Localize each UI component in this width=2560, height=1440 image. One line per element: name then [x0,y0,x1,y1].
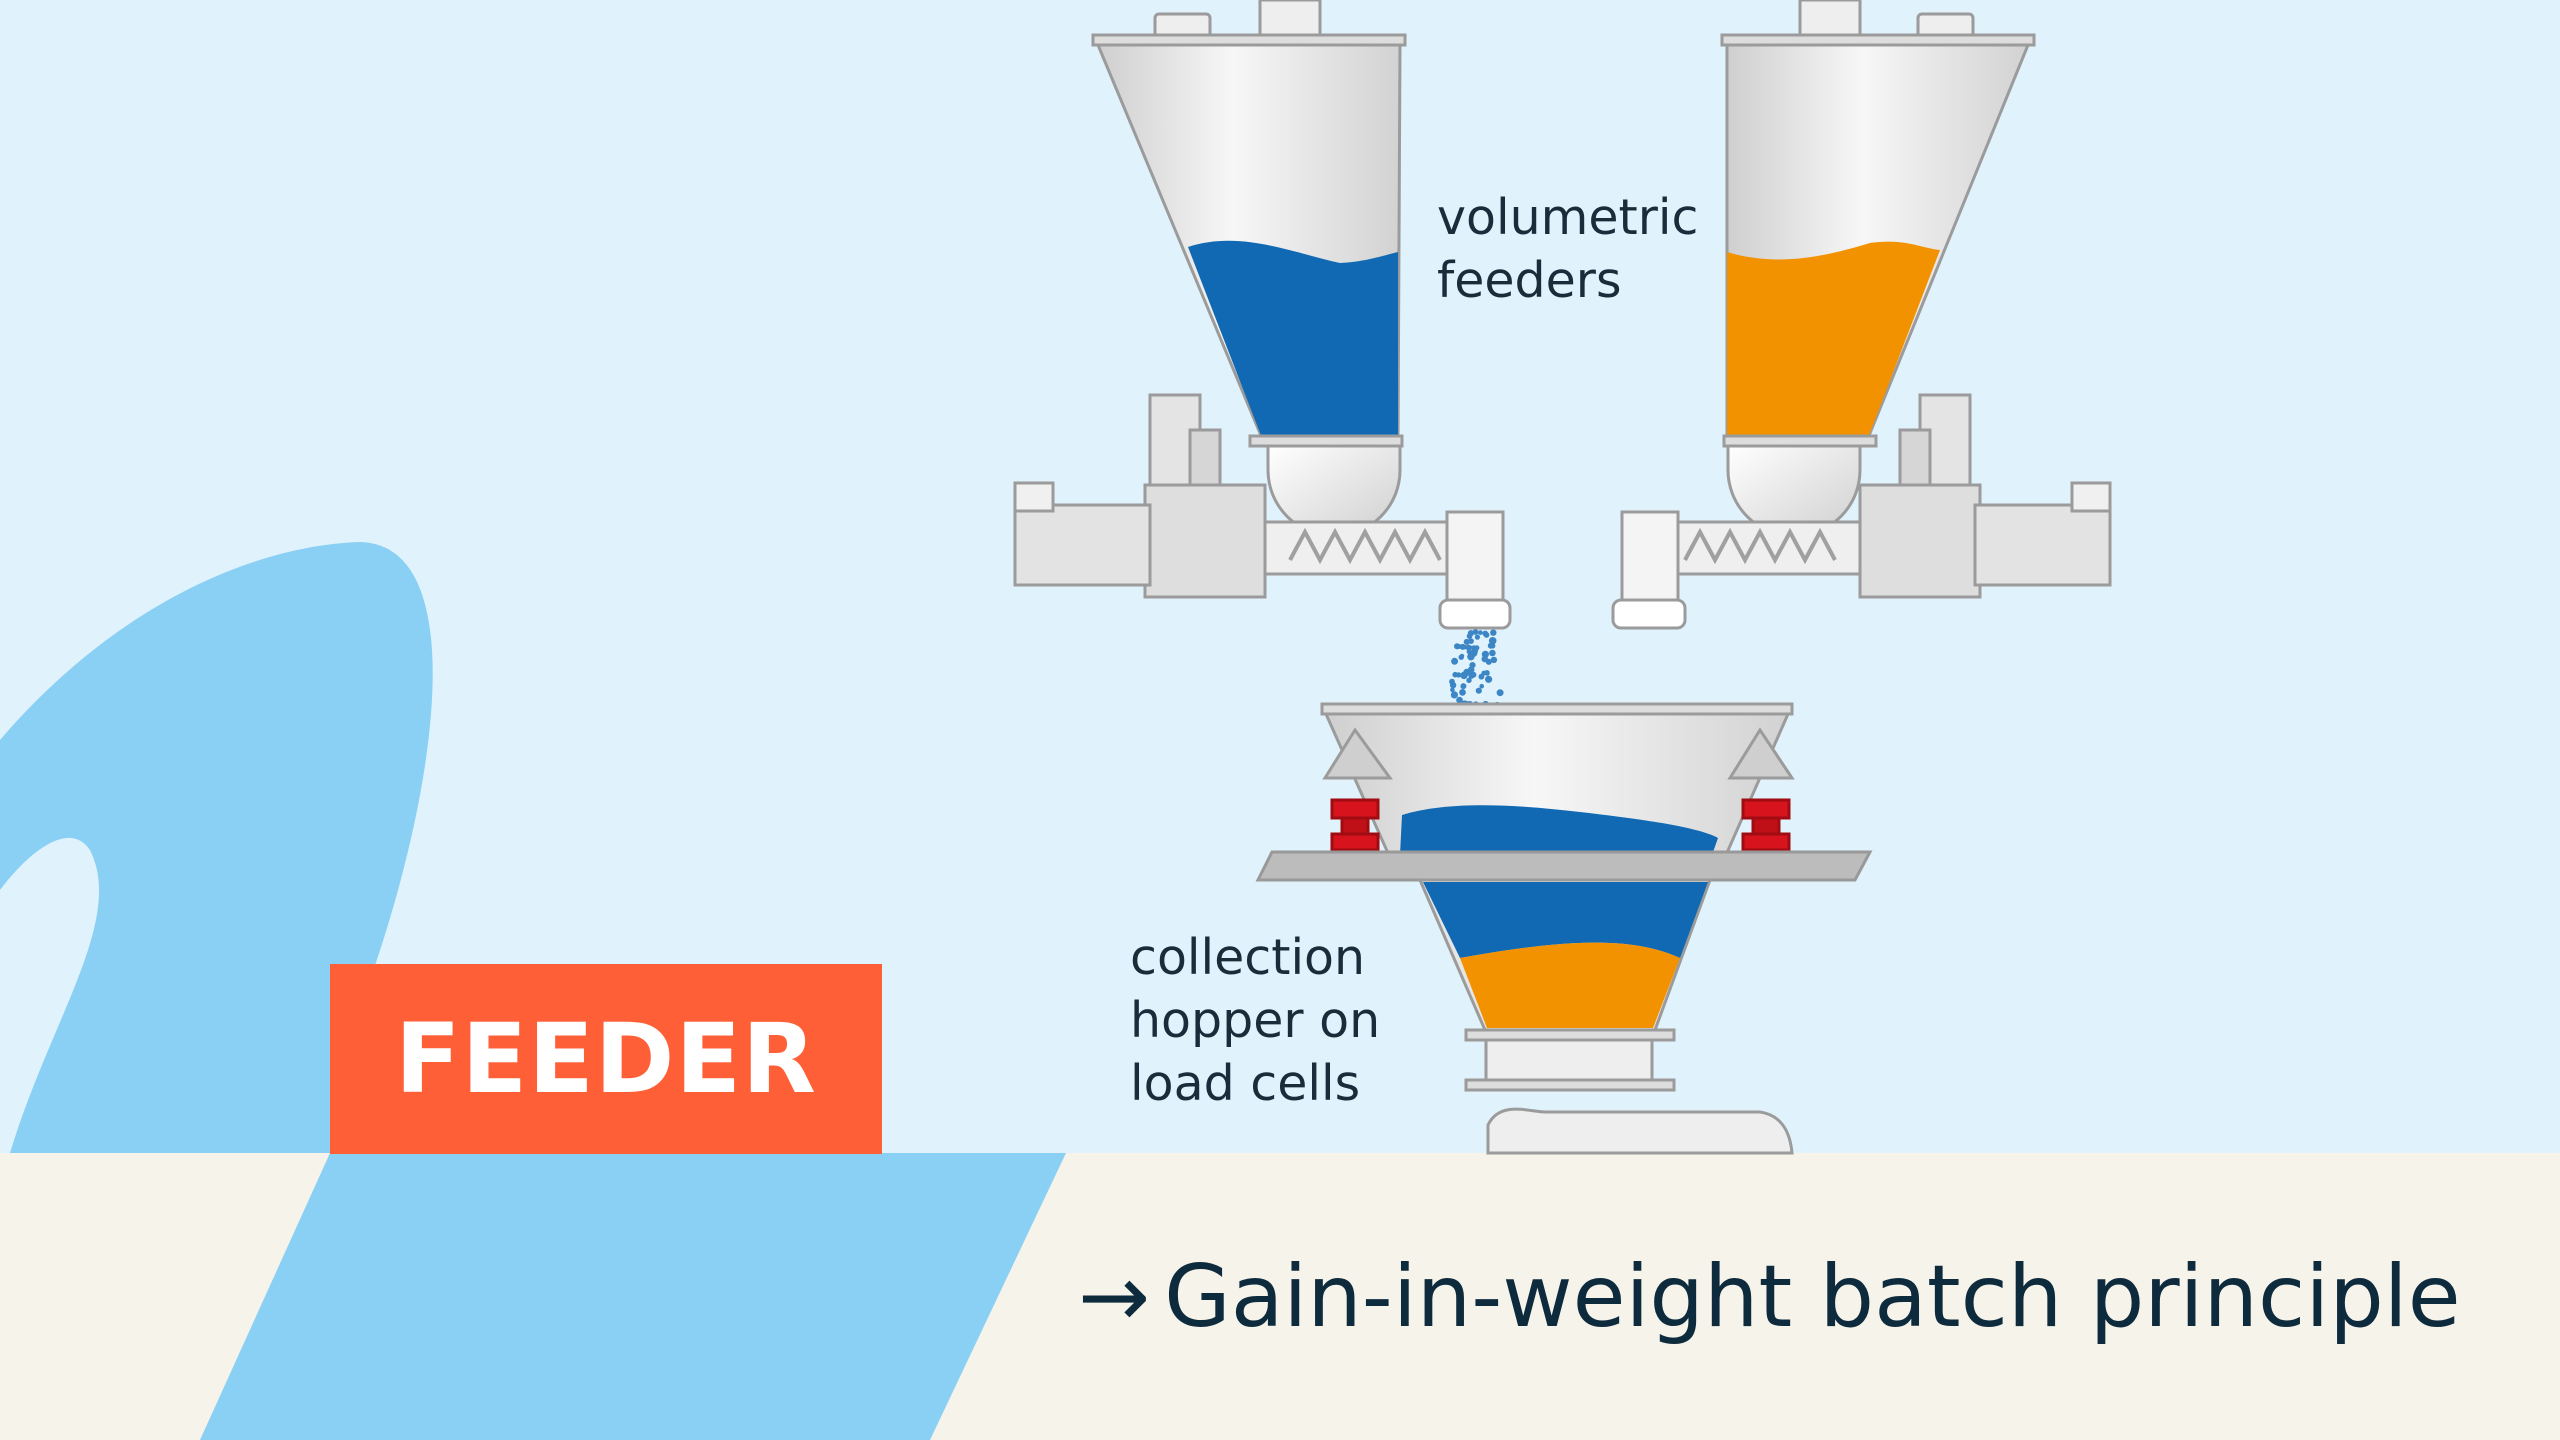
left-filler-neck [1258,0,1322,40]
volumetric-feeders-label: volumetric feeders [1437,186,1698,312]
right-load-cell [1741,798,1791,852]
particle [1460,683,1467,690]
arrow-right-icon: → [1078,1247,1151,1347]
left-spout-tip [1438,598,1512,630]
particle [1475,687,1482,694]
particle [1450,691,1458,699]
right-discharge-spout [1620,510,1680,614]
particle [1479,683,1484,689]
left-support-triangle [1322,727,1393,780]
particle [1474,645,1480,651]
caption: →Gain-in-weight batch principle [1078,1240,2461,1355]
lower-flange-2 [1464,1078,1676,1092]
collection-material-blue-top [1400,805,1718,855]
particle [1490,656,1498,664]
particle [1472,629,1479,635]
right-motor-housing [1858,483,1982,599]
particle [1455,672,1462,678]
particle [1489,649,1496,657]
particle [1451,657,1459,665]
right-motor-box [2070,481,2112,513]
particle [1460,671,1468,680]
particle [1468,672,1475,679]
particle [1463,638,1470,645]
particle [1467,630,1474,637]
particle [1481,650,1489,658]
left-motor-housing [1143,483,1267,599]
right-spout-tip [1611,598,1687,630]
right-material-orange [1727,241,1940,438]
right-volumetric-feeder [1611,0,2112,630]
right-screw-helix [1683,527,1837,565]
particle [1450,687,1455,693]
particle [1496,689,1504,697]
particle [1485,675,1493,683]
particle [1466,677,1472,683]
left-load-cell [1330,798,1380,852]
particle [1478,673,1485,680]
feeder-badge: FEEDER [330,964,882,1154]
particle [1484,670,1490,676]
label-line: volumetric [1437,189,1699,246]
particle [1468,668,1474,674]
lower-cone-orange [1460,942,1680,1028]
lower-cone-blue [1423,882,1708,958]
left-motor-box [1013,481,1055,513]
particle [1488,637,1497,645]
outlet-pipe [1486,1107,1794,1155]
particle [1485,658,1492,665]
left-volumetric-feeder [1013,0,1512,630]
collection-hopper [1255,702,1873,1155]
blue-swoosh [0,542,1066,1440]
particle [1490,629,1497,636]
label-line: feeders [1437,252,1622,309]
left-discharge-spout [1445,510,1505,614]
particle [1474,634,1480,640]
left-motor [1013,503,1152,587]
label-line: load cells [1130,1055,1361,1112]
right-motor [1973,503,2112,587]
label-line: hopper on [1130,992,1381,1049]
particle [1466,649,1472,655]
particle [1456,696,1463,704]
lower-neck [1484,1038,1654,1082]
right-filler-neck [1798,0,1862,40]
left-screw-helix [1288,527,1442,565]
particle [1449,678,1455,685]
particle [1459,689,1466,696]
collection-hopper-label: collection hopper on load cells [1130,926,1380,1115]
particle [1490,643,1496,649]
particle [1483,632,1490,638]
particle [1458,654,1464,660]
weighing-platform [1255,850,1873,882]
caption-text: Gain-in-weight batch principle [1164,1247,2461,1347]
particle [1467,653,1475,661]
right-support-triangle [1727,727,1795,780]
label-line: collection [1130,929,1366,986]
particle [1477,630,1483,635]
left-material-blue [1188,240,1398,438]
